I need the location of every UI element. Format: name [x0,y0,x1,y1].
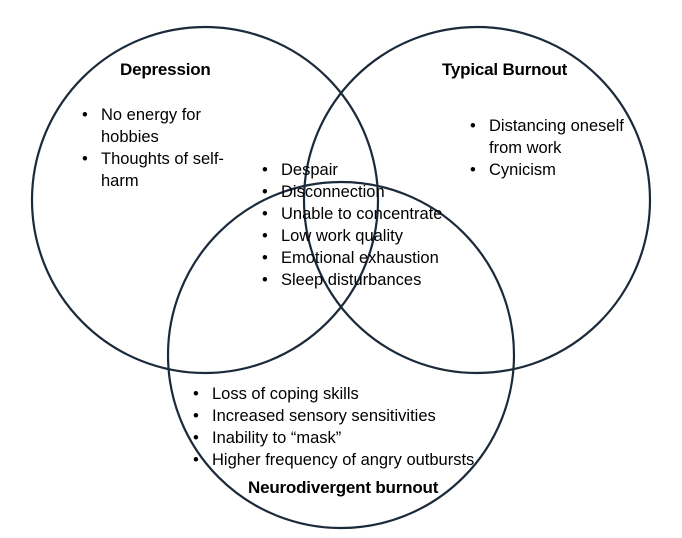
label-depression-title: Depression [120,60,211,79]
list-item-label: Emotional exhaustion [281,249,439,267]
list-item: • Sleep disturbances [260,269,470,291]
bullet-icon: • [262,227,268,245]
list-item: • Disconnection [260,181,470,203]
bullet-icon: • [262,249,268,267]
label-typical-burnout-title: Typical Burnout [442,60,568,79]
list-item-label: Distancing oneself from work [489,117,624,157]
bullet-icon: • [262,271,268,289]
list-item: • Thoughts of self-harm [80,148,232,192]
list-depression: • No energy for hobbies • Thoughts of se… [80,104,232,192]
bullet-icon: • [262,205,268,223]
list-item-label: Unable to concentrate [281,205,443,223]
list-item: • Low work quality [260,225,470,247]
label-neurodivergent-burnout-title: Neurodivergent burnout [248,478,439,497]
bullet-icon: • [470,117,476,135]
circle-typical-burnout [302,25,652,375]
bullet-icon: • [193,385,199,403]
list-item-label: Increased sensory sensitivities [212,407,436,425]
list-item: • Inability to “mask” [191,427,511,449]
list-item-label: Low work quality [281,227,403,245]
bullet-icon: • [193,407,199,425]
list-item: • Higher frequency of angry outbursts [191,449,511,471]
bullet-icon: • [262,161,268,179]
list-item: • Increased sensory sensitivities [191,405,511,427]
circle-depression [30,25,380,375]
bullet-icon: • [193,451,199,469]
list-item: • No energy for hobbies [80,104,232,148]
bullet-icon: • [82,150,88,168]
list-shared-symptoms: • Despair • Disconnection • Unable to co… [260,159,470,291]
bullet-icon: • [470,161,476,179]
list-item-label: Cynicism [489,161,556,179]
list-item: • Loss of coping skills [191,383,511,405]
list-item-label: Higher frequency of angry outbursts [212,451,475,469]
list-neurodivergent-burnout: • Loss of coping skills • Increased sens… [191,383,511,471]
list-item-label: Loss of coping skills [212,385,359,403]
list-item-label: Disconnection [281,183,385,201]
list-item-label: Despair [281,161,338,179]
list-item-label: Sleep disturbances [281,271,422,289]
list-item: • Unable to concentrate [260,203,470,225]
list-item: • Despair [260,159,470,181]
list-item: • Cynicism [468,159,654,181]
bullet-icon: • [82,106,88,124]
bullet-icon: • [262,183,268,201]
list-item-label: Inability to “mask” [212,429,342,447]
list-item: • Emotional exhaustion [260,247,470,269]
bullet-icon: • [193,429,199,447]
list-typical-burnout: • Distancing oneself from work • Cynicis… [468,115,654,181]
list-item-label: No energy for hobbies [101,106,201,146]
list-item-label: Thoughts of self-harm [101,150,224,190]
list-item: • Distancing oneself from work [468,115,654,159]
circle-neurodivergent-burnout [166,180,516,530]
